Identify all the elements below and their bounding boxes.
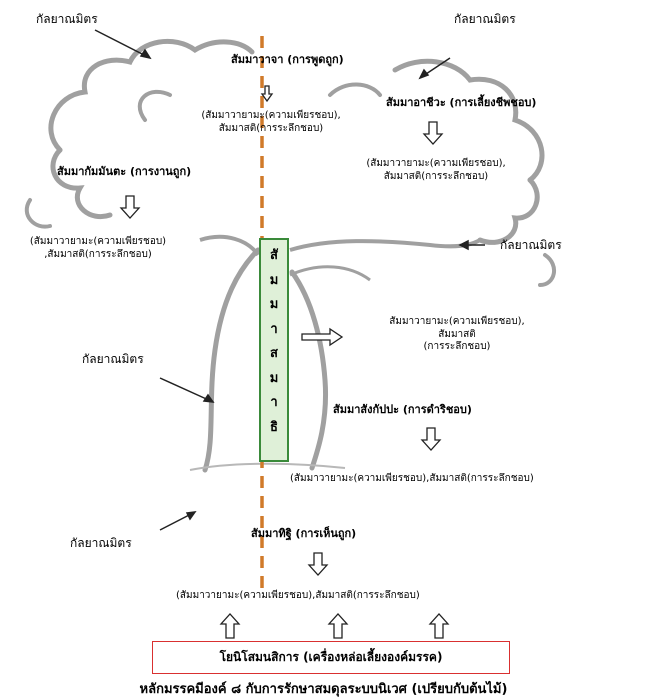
right-concentration-support: สัมมาวายามะ(ความเพียรชอบ), สัมมาสติ (การ… [372, 316, 542, 354]
tree-canopy-right-3 [330, 84, 380, 95]
right-action-support-line-1: (สัมมาวายามะ(ความเพียรชอบ) [12, 236, 184, 249]
figure-caption: หลักมรรคมีองค์ ๘ กับการรักษาสมดุลระบบนิเ… [0, 678, 647, 699]
friend-label-top-left: กัลยาณมิตร [36, 12, 98, 27]
right-view-support: (สัมมาวายามะ(ความเพียรชอบ),สัมมาสติ(การร… [176, 590, 420, 603]
tree-canopy-left-2 [53, 150, 110, 217]
up-arrow-right [430, 614, 448, 638]
concentration-letter: ม [270, 367, 279, 392]
up-arrow-left [221, 614, 239, 638]
concentration-letter: า [270, 318, 277, 343]
right-action-support-line-2: ,สัมมาสติ(การระลึกชอบ) [12, 249, 184, 262]
tree-canopy-right-4 [540, 255, 554, 285]
right-intention-support: (สัมมาวายามะ(ความเพียรชอบ),สัมมาสติ(การร… [290, 473, 534, 486]
down-arrow-intention [422, 428, 440, 450]
friend-label-right: กัลยาณมิตร [500, 238, 562, 253]
concentration-letter: า [270, 391, 277, 416]
right-concentration-support-line-2: สัมมาสติ [372, 329, 542, 342]
friend-label-bottom-left: กัลยาณมิตร [70, 536, 132, 551]
root-label: โยนิโสมนสิการ (เครื่องหล่อเลี้ยงองค์มรรค… [220, 648, 443, 667]
tree-canopy-left-4 [27, 200, 50, 227]
right-action-title: สัมมากัมมันตะ (การงานถูก) [57, 165, 191, 179]
right-action-support: (สัมมาวายามะ(ความเพียรชอบ) ,สัมมาสติ(การ… [12, 236, 184, 261]
right-livelihood-support-line-2: สัมมาสติ(การระลึกชอบ) [350, 171, 522, 184]
tree-canopy-right-2 [480, 180, 537, 242]
concentration-letter: สั [270, 244, 278, 269]
tree-canopy-left-3 [140, 92, 170, 120]
tree-trunk-right [292, 272, 326, 468]
tree-branch-left [200, 237, 258, 255]
down-arrow-livelihood [424, 122, 442, 144]
right-concentration-support-line-1: สัมมาวายามะ(ความเพียรชอบ), [372, 316, 542, 329]
concentration-letter: ธิ [270, 416, 278, 441]
right-view-title: สัมมาทิฐิ (การเห็นถูก) [251, 527, 356, 541]
right-livelihood-title: สัมมาอาชีวะ (การเลี้ยงชีพชอบ) [386, 96, 536, 110]
right-speech-support-line-1: (สัมมาวายามะ(ความเพียรชอบ), [186, 110, 356, 123]
concentration-letter: ส [270, 342, 278, 367]
up-arrow-mid [329, 614, 347, 638]
right-speech-support: (สัมมาวายามะ(ความเพียรชอบ), สัมมาสติ(การ… [186, 110, 356, 135]
right-concentration-support-line-3: (การระลึกชอบ) [372, 341, 542, 354]
down-arrow-view [309, 553, 327, 575]
tree-trunk-left [205, 250, 258, 470]
root-box: โยนิโสมนสิการ (เครื่องหล่อเลี้ยงองค์มรรค… [152, 641, 510, 674]
tree-branch-right-low [290, 267, 370, 280]
friend-label-top-right: กัลยาณมิตร [454, 12, 516, 27]
concentration-letter: ม [270, 293, 279, 318]
friend-label-mid-left: กัลยาณมิตร [82, 352, 144, 367]
right-concentration-box: สั ม ม า ส ม า ธิ [259, 238, 289, 462]
right-livelihood-support: (สัมมาวายามะ(ความเพียรชอบ), สัมมาสติ(การ… [350, 158, 522, 183]
right-livelihood-support-line-1: (สัมมาวายามะ(ความเพียรชอบ), [350, 158, 522, 171]
tree-ground [190, 464, 345, 470]
right-speech-support-line-2: สัมมาสติ(การระลึกชอบ) [186, 123, 356, 136]
tree-branch-right [290, 240, 480, 250]
concentration-letter: ม [270, 269, 279, 294]
right-intention-title: สัมมาสังกัปปะ (การดำริชอบ) [333, 403, 472, 417]
down-arrow-action [121, 196, 139, 218]
right-speech-title: สัมมาวาจา (การพูดถูก) [231, 53, 344, 67]
